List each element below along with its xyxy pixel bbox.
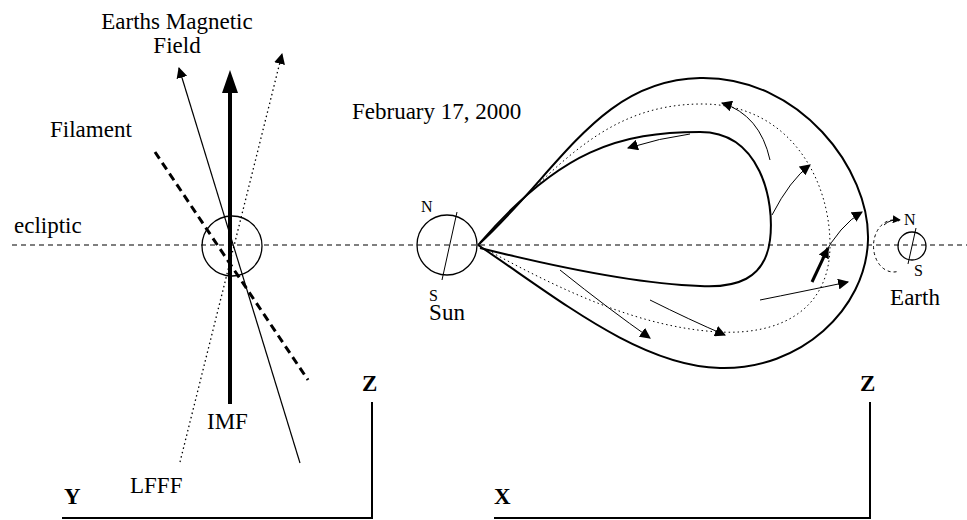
axis-label: Y xyxy=(64,485,81,509)
lfff-arrow xyxy=(180,54,282,462)
lfff-label: LFFF xyxy=(130,474,182,498)
filament-label: Filament xyxy=(50,118,132,142)
pole-label: S xyxy=(914,263,923,279)
axis-xz xyxy=(494,402,870,518)
axis-yz xyxy=(62,402,372,518)
ecliptic-line xyxy=(12,244,967,245)
imf-label: IMF xyxy=(207,410,248,434)
body-name: Sun xyxy=(429,301,465,324)
axis-label: Z xyxy=(860,372,875,396)
field-line xyxy=(772,165,810,215)
rotation-arrow xyxy=(884,220,900,225)
body-name: Earth xyxy=(890,286,940,309)
axis-label: Z xyxy=(362,372,377,396)
ecliptic-label: ecliptic xyxy=(14,214,82,238)
rope-field-arrow xyxy=(812,248,828,282)
sun-body: NSSun xyxy=(415,197,485,327)
earth-body: N S Earth xyxy=(868,200,960,320)
date-label: February 17, 2000 xyxy=(352,100,521,124)
sun-axis xyxy=(442,212,457,280)
field-line xyxy=(628,134,690,148)
imf-arrow xyxy=(228,90,232,404)
pole-label: N xyxy=(904,212,916,228)
sun-circle xyxy=(417,215,477,275)
flux-rope-middle xyxy=(480,104,830,332)
earth-axis xyxy=(908,228,916,264)
field-label: Earths Magnetic Field xyxy=(92,10,262,58)
magnetosphere-outline xyxy=(874,220,899,272)
flux-rope-inner xyxy=(480,132,771,286)
field-line xyxy=(760,282,848,300)
field-line xyxy=(650,300,725,335)
field-line xyxy=(560,270,650,338)
filament-line xyxy=(155,152,308,380)
earth-field-arrow xyxy=(179,68,300,463)
flux-rope-outer xyxy=(478,78,868,368)
pole-label: N xyxy=(421,199,433,215)
axis-label: X xyxy=(494,485,511,509)
imf-arrow-head xyxy=(222,70,238,93)
field-line xyxy=(722,103,770,160)
